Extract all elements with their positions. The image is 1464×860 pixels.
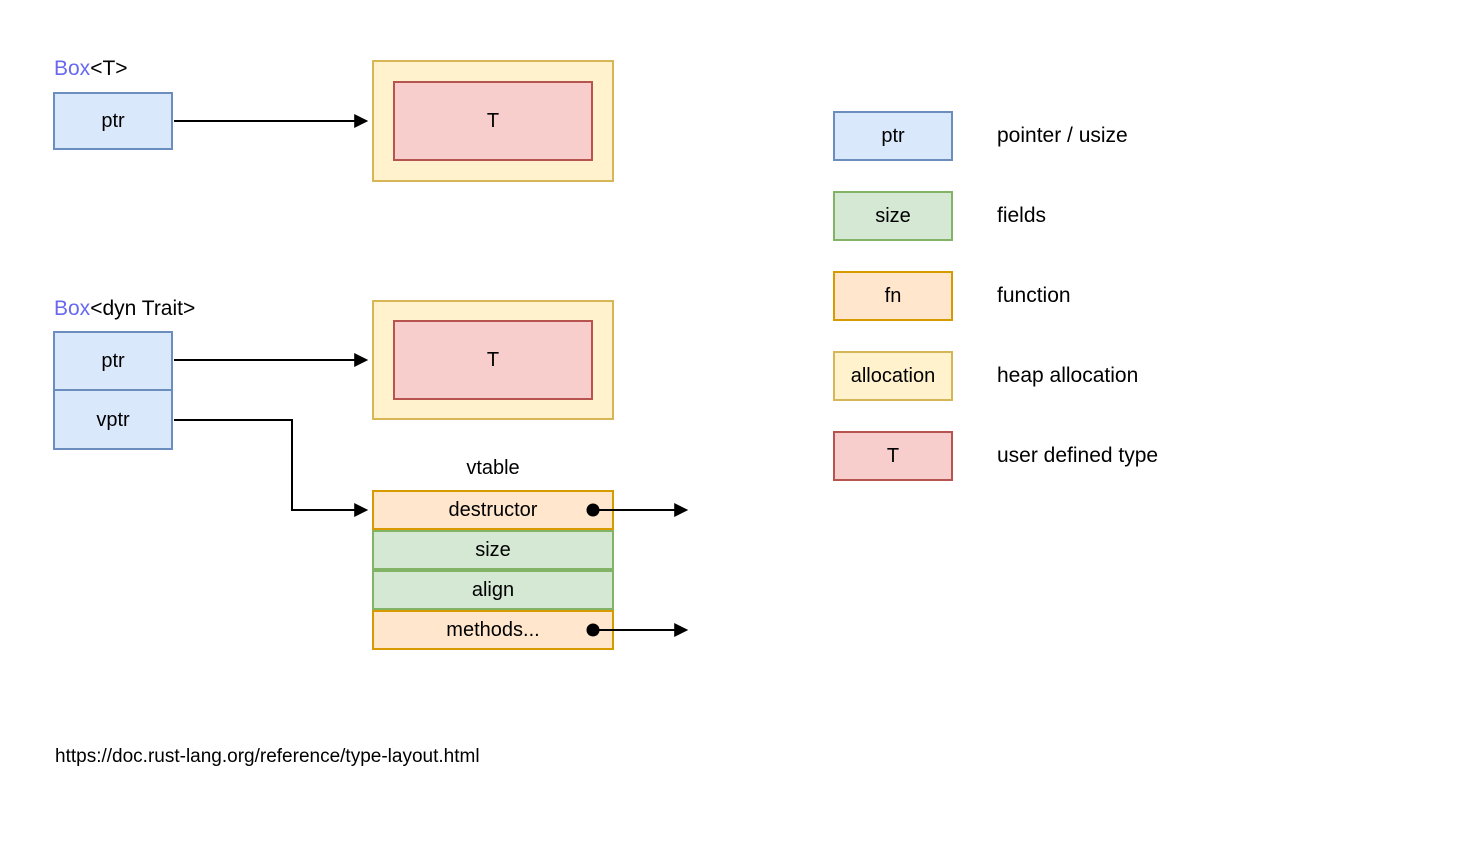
vtable-row-methods: methods... bbox=[372, 610, 614, 650]
box-t-type-cell: T bbox=[393, 81, 593, 161]
box-dyn-vptr-cell: vptr bbox=[53, 389, 173, 450]
box-dyn-title: Box<dyn Trait> bbox=[54, 297, 195, 321]
arrow-boxdyn-vptr-to-vtable bbox=[174, 419, 369, 517]
box-dyn-ptr-cell: ptr bbox=[53, 331, 173, 391]
box-dyn-type-cell: T bbox=[393, 320, 593, 400]
legend-swatch-size-label: size bbox=[875, 205, 911, 227]
box-t-title-accent: Box bbox=[54, 57, 91, 80]
box-t-ptr-cell: ptr bbox=[53, 92, 173, 150]
legend-desc-fields: fields bbox=[997, 204, 1047, 227]
legend-desc-user-type: user defined type bbox=[997, 444, 1159, 467]
box-dyn-vptr-label: vptr bbox=[96, 408, 130, 431]
vtable-row-size-label: size bbox=[475, 539, 511, 561]
box-t-type-label: T bbox=[486, 110, 500, 132]
vtable-row-align: align bbox=[372, 570, 614, 610]
vtable-title: vtable bbox=[466, 457, 520, 479]
legend-swatch-type: T bbox=[833, 431, 953, 481]
legend-swatch-ptr: ptr bbox=[833, 111, 953, 161]
box-t-ptr-label: ptr bbox=[101, 110, 125, 132]
legend-desc-heap-allocation: heap allocation bbox=[997, 364, 1139, 387]
vtable-row-align-label: align bbox=[471, 579, 515, 601]
legend-swatch-type-label: T bbox=[886, 445, 900, 467]
vtable-row-destructor-label: destructor bbox=[448, 499, 538, 521]
legend-desc-function: function bbox=[997, 284, 1071, 307]
legend-swatch-allocation-label: allocation bbox=[850, 365, 936, 387]
box-dyn-type-label: T bbox=[486, 349, 500, 371]
box-t-title-generic: <T> bbox=[90, 57, 128, 80]
source-url-text: https://doc.rust-lang.org/reference/type… bbox=[55, 746, 480, 767]
box-dyn-title-generic: <dyn Trait> bbox=[90, 297, 196, 320]
legend-swatch-fn-label: fn bbox=[884, 285, 902, 307]
box-dyn-ptr-label: ptr bbox=[101, 350, 125, 372]
vtable-row-size: size bbox=[372, 530, 614, 570]
vtable-row-methods-label: methods... bbox=[446, 619, 540, 641]
legend-swatch-size: size bbox=[833, 191, 953, 241]
legend-swatch-ptr-label: ptr bbox=[881, 125, 905, 147]
legend-swatch-fn: fn bbox=[833, 271, 953, 321]
legend-swatch-allocation: allocation bbox=[833, 351, 953, 401]
box-dyn-title-accent: Box bbox=[54, 297, 91, 320]
legend-desc-pointer: pointer / usize bbox=[997, 124, 1128, 147]
box-t-title: Box<T> bbox=[54, 57, 128, 81]
vtable-row-destructor: destructor bbox=[372, 490, 614, 530]
